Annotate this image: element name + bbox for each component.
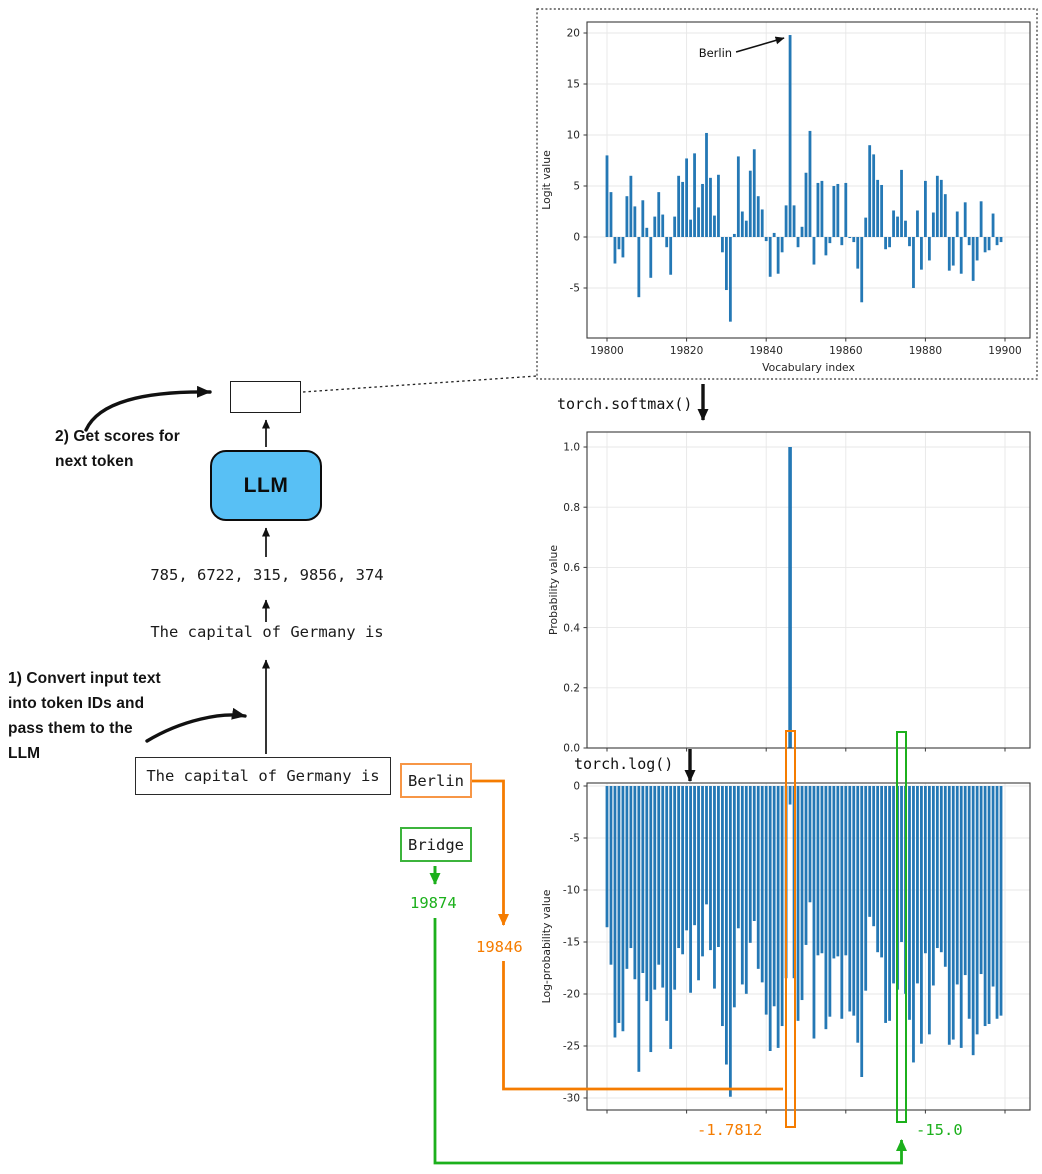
svg-text:0.2: 0.2 <box>563 683 580 695</box>
step2-label: 2) Get scores for next token <box>55 428 180 470</box>
bridge-token-box: Bridge <box>400 827 472 862</box>
svg-text:Berlin: Berlin <box>699 46 732 60</box>
svg-text:20: 20 <box>567 28 580 40</box>
logit-bar-chart: 19800 19820 19840 19860 19880 19900 20 15 10 5 0 -5… <box>536 8 1038 380</box>
svg-text:0.4: 0.4 <box>563 622 580 634</box>
svg-text:19800: 19800 <box>590 345 623 357</box>
berlin-token-label: Berlin <box>408 771 464 790</box>
svg-text:19860: 19860 <box>829 345 862 357</box>
svg-text:Probability value: Probability value <box>547 545 560 635</box>
svg-text:0: 0 <box>573 232 580 244</box>
svg-text:-20: -20 <box>563 989 580 1001</box>
svg-text:0.6: 0.6 <box>563 562 580 574</box>
svg-text:10: 10 <box>567 130 580 142</box>
bridge-highlight-rect <box>896 731 907 1123</box>
svg-text:-25: -25 <box>563 1041 580 1053</box>
berlin-to-id-path <box>472 779 509 926</box>
svg-text:-5: -5 <box>570 833 580 845</box>
log-operation-label: torch.log() <box>574 755 674 773</box>
svg-text:1.0: 1.0 <box>563 442 580 454</box>
prompt-text: The capital of Germany is <box>150 623 384 641</box>
svg-text:Log-probability value: Log-probability value <box>540 889 553 1003</box>
svg-text:5: 5 <box>573 181 580 193</box>
bridge-token-id: 19874 <box>410 894 457 912</box>
svg-text:19880: 19880 <box>909 345 942 357</box>
berlin-token-id: 19846 <box>476 938 523 956</box>
svg-text:19900: 19900 <box>988 345 1021 357</box>
svg-text:-5: -5 <box>570 283 580 295</box>
probability-bar-chart: 1.0 0.8 0.6 0.4 0.2 0.0 Probability value <box>547 431 1031 755</box>
bridge-token-label: Bridge <box>408 835 464 854</box>
svg-text:19840: 19840 <box>749 345 782 357</box>
prompt-input-box: The capital of Germany is <box>135 757 391 795</box>
step1-label: 1) Convert input text into token IDs and… <box>8 670 161 762</box>
bridge-logprob-label: -15.0 <box>916 1121 963 1139</box>
svg-text:Vocabulary index: Vocabulary index <box>762 361 855 374</box>
berlin-token-box: Berlin <box>400 763 472 798</box>
berlin-highlight-rect <box>784 730 796 1128</box>
token-ids-text: 785, 6722, 315, 9856, 374 <box>150 566 384 584</box>
svg-text:0.8: 0.8 <box>563 502 580 514</box>
svg-text:-30: -30 <box>563 1093 580 1105</box>
svg-text:15: 15 <box>567 79 580 91</box>
svg-text:Logit value: Logit value <box>540 150 553 210</box>
llm-label: LLM <box>243 473 289 497</box>
scores-zoom-connector <box>302 375 538 393</box>
svg-text:-15: -15 <box>563 937 580 949</box>
llm-box: LLM <box>210 450 322 521</box>
softmax-operation-label: torch.softmax() <box>557 395 693 413</box>
svg-text:-10: -10 <box>563 885 580 897</box>
svg-text:0.0: 0.0 <box>563 743 580 755</box>
prompt-box-label: The capital of Germany is <box>146 767 380 785</box>
svg-text:0: 0 <box>573 781 580 793</box>
svg-text:19820: 19820 <box>670 345 703 357</box>
scores-output-box <box>230 381 301 413</box>
